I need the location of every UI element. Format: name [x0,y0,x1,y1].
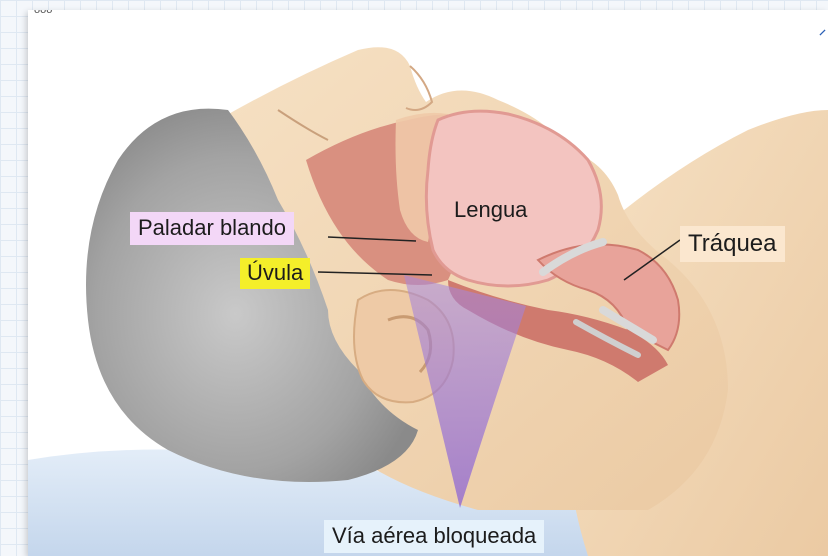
label-uvula: Úvula [240,258,310,289]
label-traquea: Tráquea [680,226,785,262]
label-via-aerea-bloqueada: Vía aérea bloqueada [324,520,544,553]
airway-illustration [28,10,828,556]
label-paladar-blando: Paladar blando [130,212,294,245]
label-lengua: Lengua [450,196,531,224]
diagram-card: ooo ⸝ [28,10,828,556]
